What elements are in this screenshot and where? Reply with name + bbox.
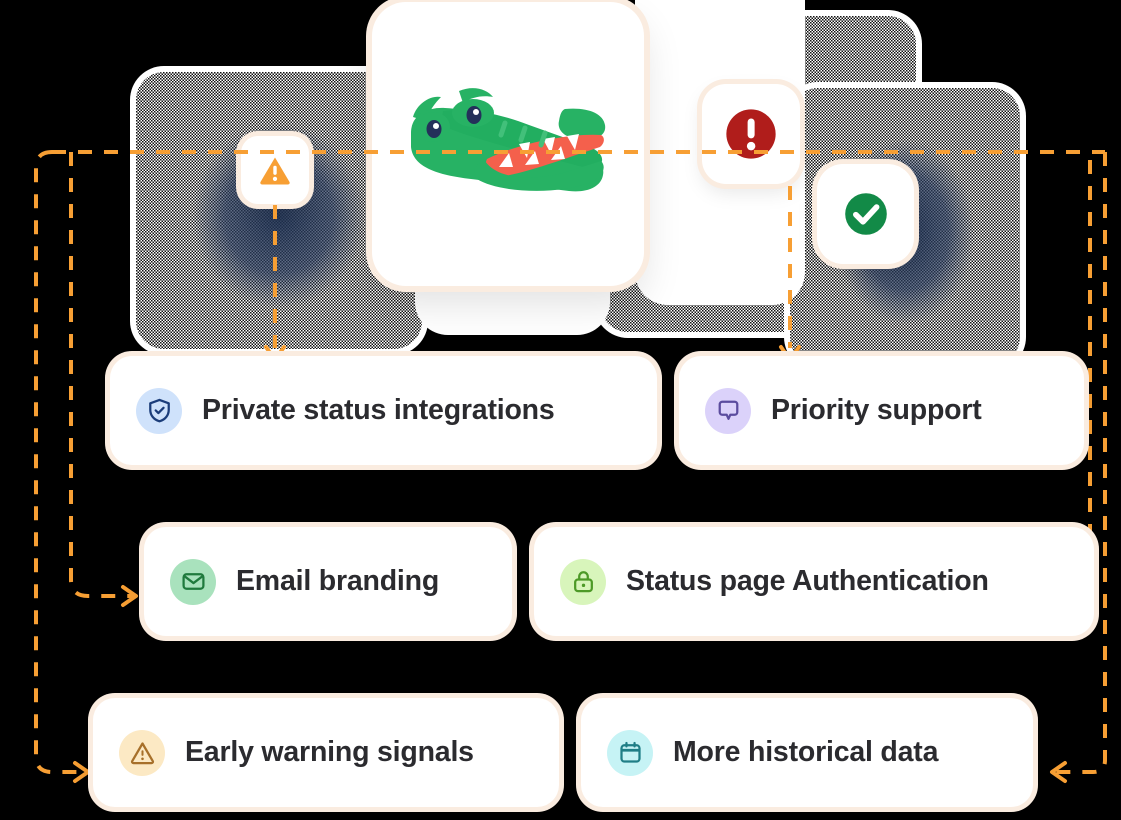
padlock-icon (560, 558, 606, 605)
feature-label: Status page Authentication (626, 565, 989, 597)
feature-label: Priority support (771, 394, 982, 426)
feature-card-private-status-integrations[interactable]: Private status integrations (110, 356, 657, 465)
feature-label: Private status integrations (202, 394, 555, 426)
feature-label: Email branding (236, 565, 440, 597)
success-tile (817, 164, 914, 264)
feature-label: Early warning signals (185, 736, 474, 768)
warning-tile (241, 136, 309, 204)
warning-triangle-icon (260, 157, 290, 185)
envelope-icon (170, 558, 216, 605)
hero-illustration (0, 0, 1121, 395)
error-tile (702, 84, 800, 184)
shield-check-icon (136, 387, 182, 434)
chat-bubble-icon (705, 387, 751, 434)
feature-card-status-page-authentication[interactable]: Status page Authentication (534, 527, 1094, 636)
crocodile-mascot-icon (411, 88, 606, 192)
warning-triangle-outline-icon (119, 729, 165, 776)
calendar-icon (607, 729, 653, 776)
feature-row-3: Early warning signals More historical da… (0, 698, 1121, 807)
feature-rows: Private status integrations Priority sup… (0, 356, 1121, 807)
feature-label: More historical data (673, 736, 939, 768)
feature-card-more-historical-data[interactable]: More historical data (581, 698, 1033, 807)
feature-row-2: Email branding Status page Authenticatio… (0, 527, 1121, 636)
error-exclamation-icon (726, 109, 776, 159)
feature-card-email-branding[interactable]: Email branding (144, 527, 512, 636)
mascot-card (372, 2, 644, 286)
feature-card-early-warning-signals[interactable]: Early warning signals (93, 698, 559, 807)
success-check-icon (844, 193, 887, 235)
feature-row-1: Private status integrations Priority sup… (0, 356, 1121, 465)
feature-card-priority-support[interactable]: Priority support (679, 356, 1084, 465)
